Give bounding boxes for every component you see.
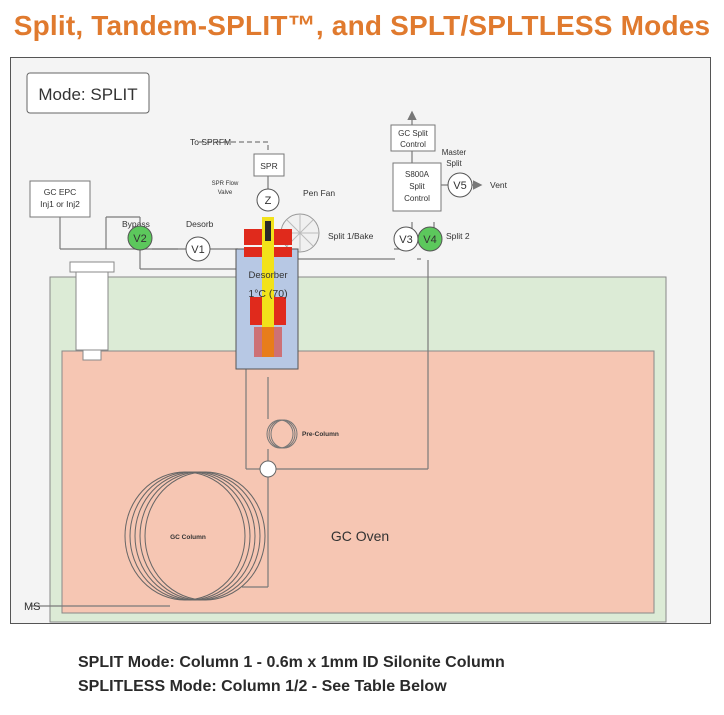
- gc-epc-box: [29, 180, 91, 218]
- valve-v5[interactable]: V5: [447, 172, 473, 198]
- sprfm-dashed-line: [198, 141, 269, 150]
- pre-column-coil: [266, 419, 298, 449]
- gc-epc-sublabel: Inj1 or Inj2: [40, 199, 80, 209]
- s800a-label: S800A: [405, 170, 430, 179]
- valve-v3-label: V3: [399, 234, 412, 246]
- mode-label: Mode: SPLIT: [38, 85, 137, 104]
- caption-split-mode: SPLIT Mode: Column 1 - 0.6m x 1mm ID Sil…: [78, 654, 505, 671]
- gc-oven-label: GC Oven: [331, 528, 389, 544]
- desorb-label: Desorb: [186, 219, 214, 229]
- gc-column-label: GC Column: [170, 534, 206, 541]
- desorber-label: Desorber: [248, 270, 287, 281]
- s800a-split-label: Split: [409, 182, 425, 191]
- split1-bake-label: Split 1/Bake: [328, 231, 374, 241]
- desorber-icon: [235, 217, 299, 370]
- pre-column-label: Pre-Column: [302, 431, 339, 438]
- spr-flow-valve-sublabel: Valve: [218, 190, 233, 196]
- valve-v1[interactable]: V1: [185, 236, 211, 262]
- valve-v3[interactable]: V3: [393, 226, 419, 252]
- valve-v2[interactable]: V2: [127, 225, 153, 251]
- valve-z-label: Z: [265, 195, 272, 207]
- bypass-label: Bypass: [122, 219, 150, 229]
- gc-split-control-box: [390, 124, 436, 152]
- s800a-control-label: Control: [404, 194, 430, 203]
- ms-label: MS: [24, 601, 41, 613]
- split2-label: Split 2: [446, 231, 470, 241]
- valve-v4-label: V4: [423, 234, 436, 246]
- gc-split-control-sublabel: Control: [400, 140, 426, 149]
- master-split-sublabel: Split: [446, 159, 462, 168]
- flow-diagram: Mode: SPLIT GC EPC Inj1 or Inj2 To: [24, 72, 667, 623]
- spr-flow-valve-label: SPR Flow: [212, 181, 239, 187]
- gc-epc-label: GC EPC: [44, 187, 77, 197]
- caption-splitless-mode: SPLITLESS Mode: Column 1/2 - See Table B…: [78, 678, 447, 695]
- valve-z[interactable]: Z: [256, 188, 280, 212]
- s800a-split-control-box: [392, 162, 442, 212]
- gc-oven-region: [61, 350, 655, 614]
- gc-column-coil: [124, 471, 266, 601]
- valve-v5-label: V5: [453, 180, 466, 192]
- column-junction: [259, 460, 277, 478]
- valve-v4[interactable]: V4: [417, 226, 443, 252]
- vent-label: Vent: [490, 180, 508, 190]
- to-sprfm-label: To SPRFM: [190, 137, 231, 147]
- page-title: Split, Tandem-SPLIT™, and SPLT/SPLTLESS …: [13, 10, 711, 41]
- mode-box: [26, 72, 150, 114]
- spr-box: [253, 153, 285, 177]
- spr-label: SPR: [260, 161, 277, 171]
- gc-split-control-label: GC Split: [398, 129, 429, 138]
- desorber-temp: 1°C (70): [248, 288, 287, 300]
- valve-v1-label: V1: [191, 244, 204, 256]
- pen-fan-label: Pen Fan: [303, 188, 335, 198]
- inlet-liner-icon: [69, 261, 115, 361]
- master-split-label: Master: [442, 148, 467, 157]
- valve-v2-label: V2: [133, 233, 146, 245]
